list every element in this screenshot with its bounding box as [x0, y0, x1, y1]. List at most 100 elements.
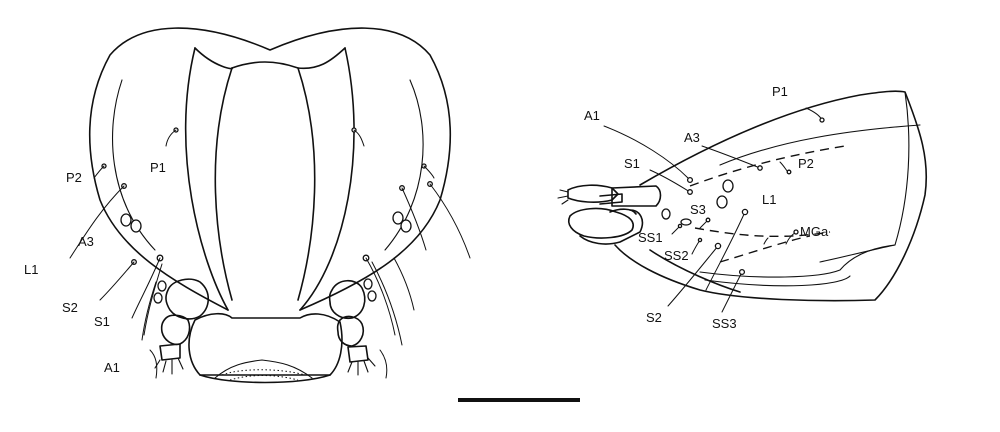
- lateral-dashed-1: [689, 145, 846, 187]
- head-capsule-outline: [88, 27, 452, 311]
- seta-p1-left: [165, 129, 177, 147]
- lateral-socket-ss3: [738, 268, 746, 276]
- lateral-seta-a1: [603, 125, 689, 179]
- label-lateral-ss1: SS1: [638, 230, 663, 245]
- lateral-socket-s3: [705, 217, 711, 223]
- seta-a1-left: [131, 257, 161, 319]
- lateral-stemma-1: [722, 179, 734, 193]
- left-antenna-seg3: [159, 343, 181, 361]
- lateral-antenna-1: [567, 184, 619, 203]
- label-lateral-mga: MGa: [800, 224, 829, 239]
- lateral-seta-p2: [779, 161, 789, 173]
- seta-mid-right-2: [379, 349, 388, 379]
- right-antenna-base: [328, 279, 366, 320]
- label-lateral-l1: L1: [762, 192, 776, 207]
- label-l1: L1: [24, 262, 38, 277]
- label-lateral-s3: S3: [690, 202, 706, 217]
- labrum-teeth: [214, 359, 313, 379]
- lateral-socket-l1: [741, 208, 749, 216]
- seta-p1-right: [353, 129, 365, 147]
- lateral-seta-ss2: [691, 239, 701, 255]
- left-stemma-3: [157, 280, 167, 292]
- label-a1: A1: [104, 360, 120, 375]
- labrum-base: [199, 374, 331, 384]
- label-s2: S2: [62, 300, 78, 315]
- seta-a3-right: [401, 187, 427, 251]
- seta-s-right-1: [393, 257, 415, 311]
- right-stemma-3: [363, 278, 373, 290]
- label-lateral-a3: A3: [684, 130, 700, 145]
- lateral-lower-line-2: [704, 275, 851, 287]
- right-stemma-2: [400, 219, 412, 233]
- lateral-maxilla-lobe: [609, 208, 637, 215]
- right-stemma-4: [367, 290, 377, 302]
- lateral-maxilla: [579, 209, 644, 245]
- lateral-lower-line: [699, 244, 896, 278]
- lateral-antenna-2: [611, 185, 662, 207]
- lateral-socket-a3: [757, 165, 763, 171]
- label-lateral-s1: S1: [624, 156, 640, 171]
- seta-mid-right-1: [371, 261, 403, 346]
- right-stemma-1: [392, 211, 404, 225]
- label-s1: S1: [94, 314, 110, 329]
- lateral-inner-upper: [719, 124, 921, 166]
- left-antenna-base: [165, 278, 210, 320]
- label-a3: A3: [78, 234, 94, 249]
- left-antenna-tip: [154, 357, 184, 375]
- lateral-socket-ss2: [697, 237, 703, 243]
- lateral-antenna-tip: [557, 189, 569, 205]
- lateral-seta-l1: [705, 211, 746, 291]
- lateral-socket-a1: [686, 176, 694, 184]
- left-epicranial-line: [184, 47, 229, 311]
- lateral-capsule-outline: [614, 90, 928, 302]
- lateral-seta-mid: [763, 237, 769, 245]
- seta-l1-right: [429, 183, 471, 259]
- lateral-seta-s2: [667, 245, 719, 307]
- lateral-seta-p1: [805, 107, 823, 121]
- seta-p2-left: [93, 165, 105, 179]
- left-stemma-1: [120, 213, 132, 227]
- label-lateral-p2: P2: [798, 156, 814, 171]
- lateral-socket-mga: [793, 229, 799, 235]
- seta-mid-left-3: [149, 349, 158, 379]
- right-frontal-line: [297, 67, 316, 301]
- lateral-socket-p1: [819, 117, 825, 123]
- lateral-stemma-4: [680, 218, 692, 226]
- lateral-socket-s2: [714, 242, 722, 250]
- seta-p2-right: [423, 165, 435, 179]
- lateral-seta-a3: [701, 145, 761, 169]
- seta-a1-right: [365, 257, 396, 336]
- lateral-stemma-2: [716, 195, 728, 209]
- lateral-seta-ss3: [721, 271, 743, 313]
- seta-mid-left-2: [141, 281, 157, 341]
- lateral-socket-s1: [687, 189, 693, 195]
- label-p2: P2: [66, 170, 82, 185]
- left-antenna-seg2: [160, 314, 191, 346]
- label-p1: P1: [150, 160, 166, 175]
- seta-s2-left: [99, 261, 135, 301]
- label-lateral-a1: A1: [584, 108, 600, 123]
- left-stemma-4: [153, 292, 163, 304]
- seta-l1-left: [69, 185, 125, 259]
- lateral-dashed-2: [694, 227, 831, 238]
- right-antenna-tip: [347, 357, 376, 376]
- lateral-inner-right: [819, 91, 910, 263]
- left-inner-margin: [111, 79, 156, 251]
- right-epicranial-line: [299, 47, 355, 311]
- clypeus: [188, 312, 343, 376]
- lateral-view: A1 P1 A3 P2 S1 S3 L1 SS1 MGa SS2 S2 SS3: [557, 84, 928, 331]
- seta-mid-left-1: [143, 263, 163, 336]
- lateral-stemma-3: [661, 208, 671, 220]
- lateral-antenna-3: [599, 193, 623, 205]
- lateral-dashed-3: [719, 235, 811, 263]
- lateral-seta-s1: [649, 169, 691, 193]
- lateral-socket-p2: [786, 169, 792, 175]
- lateral-mandible: [568, 207, 634, 239]
- label-lateral-s2: S2: [646, 310, 662, 325]
- label-lateral-p1: P1: [772, 84, 788, 99]
- labrum-dotted-2: [229, 375, 299, 381]
- right-antenna-seg3: [347, 345, 369, 363]
- label-lateral-ss2: SS2: [664, 248, 689, 263]
- frons-top: [194, 47, 346, 70]
